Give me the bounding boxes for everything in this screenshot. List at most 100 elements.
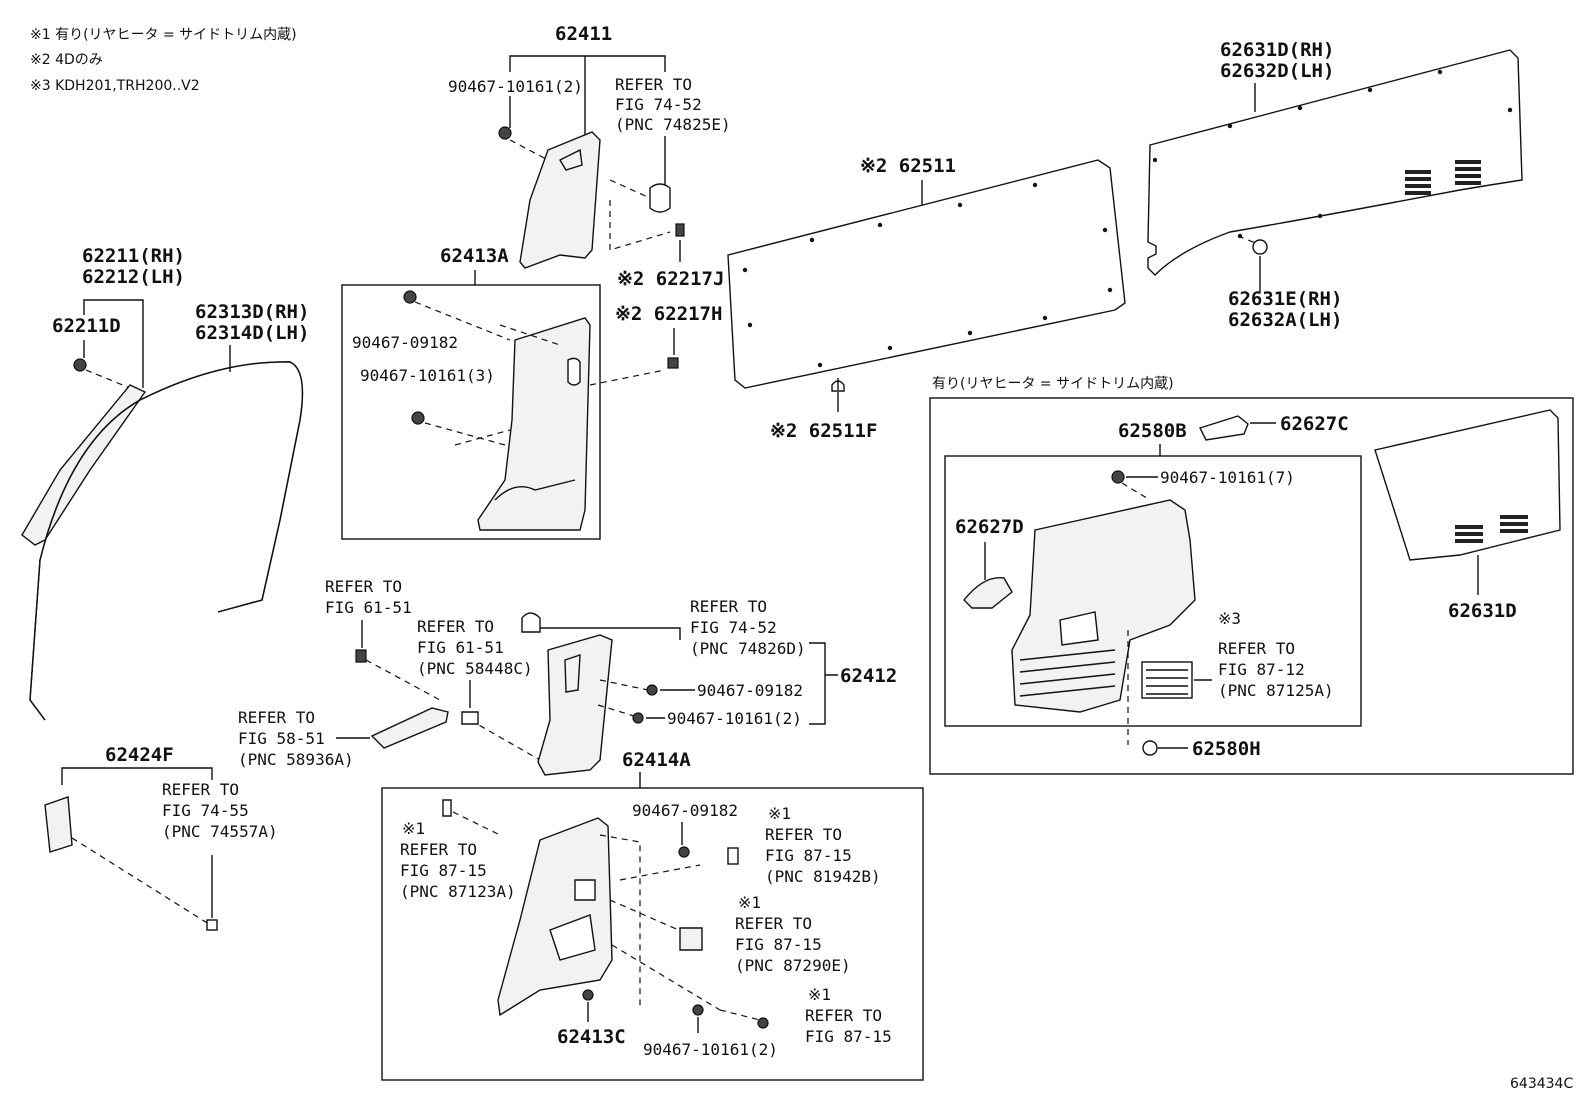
ref-61-51-a-l2: FIG 61-51 bbox=[325, 598, 412, 617]
rear-heater-box-title: 有り(リヤヒータ = サイドトリム内蔵) bbox=[932, 376, 1174, 392]
quarter-panel-62511 bbox=[727, 159, 1126, 389]
label-62217J: ※2 62217J bbox=[617, 268, 724, 290]
note-3: ※3 KDH201,TRH200..V2 bbox=[30, 78, 200, 94]
label-90467-10161-3: 90467-10161(3) bbox=[360, 366, 495, 385]
rear-side-panel-62631D-heater bbox=[1374, 409, 1561, 561]
ref-87-15-b-l1: REFER TO bbox=[765, 825, 842, 844]
label-62411: 62411 bbox=[555, 23, 612, 45]
box-62580B bbox=[944, 455, 1362, 727]
rear-side-panel-62631D bbox=[1147, 49, 1523, 276]
label-62627C: 62627C bbox=[1280, 413, 1349, 435]
label-62424F: 62424F bbox=[105, 744, 174, 766]
ref-87-15-b-mark: ※1 bbox=[768, 804, 791, 823]
ref-87-15-b-l2: FIG 87-15 bbox=[765, 846, 852, 865]
label-62414A: 62414A bbox=[622, 749, 691, 771]
assist-grip bbox=[370, 707, 449, 749]
label-90467-10161-2-c: 90467-10161(2) bbox=[643, 1040, 778, 1059]
ref-61-51-b-l1: REFER TO bbox=[417, 617, 494, 636]
ref-87-15-c-l1: REFER TO bbox=[735, 914, 812, 933]
ref-74-52-top-l2: FIG 74-52 bbox=[615, 95, 702, 114]
ref-74-52-b-l1: REFER TO bbox=[690, 597, 767, 616]
label-90467-09182-b: 90467-09182 bbox=[697, 681, 803, 700]
label-62631E-rh: 62631E(RH) bbox=[1228, 288, 1342, 310]
clip-icon bbox=[73, 358, 87, 372]
ref-74-55-l2: FIG 74-55 bbox=[162, 801, 249, 820]
label-62217H: ※2 62217H bbox=[615, 303, 722, 325]
box-rear-heater bbox=[929, 397, 1574, 775]
clip-icon bbox=[498, 126, 685, 237]
label-62211D: 62211D bbox=[52, 315, 121, 337]
ref-87-12-l1: REFER TO bbox=[1218, 639, 1295, 658]
a-pillar-garnish bbox=[21, 384, 147, 546]
pillar-trim-62411 bbox=[519, 131, 601, 269]
note3-mark: ※3 bbox=[1218, 609, 1241, 628]
label-62580B: 62580B bbox=[1118, 420, 1187, 442]
note-1: ※1 有り(リヤヒータ = サイドトリム内蔵) bbox=[30, 27, 297, 43]
label-90467-09182-a: 90467-09182 bbox=[352, 333, 458, 352]
ref-87-15-a-l3: (PNC 87123A) bbox=[400, 882, 516, 901]
vent-grille bbox=[1405, 160, 1481, 195]
label-90467-10161-2-b: 90467-10161(2) bbox=[667, 709, 802, 728]
label-62313D-rh: 62313D(RH) bbox=[195, 301, 309, 323]
label-62631D-rh: 62631D(RH) bbox=[1220, 39, 1334, 61]
label-62413A: 62413A bbox=[440, 245, 509, 267]
label-62412: 62412 bbox=[840, 665, 897, 687]
ref-87-15-b-l3: (PNC 81942B) bbox=[765, 867, 881, 886]
box-62413A bbox=[341, 284, 601, 540]
clip-62424F bbox=[44, 796, 73, 853]
ref-74-52-b-l2: FIG 74-52 bbox=[690, 618, 777, 637]
label-62413C: 62413C bbox=[557, 1026, 626, 1048]
box-62414A bbox=[381, 787, 924, 1081]
ref-74-55-l1: REFER TO bbox=[162, 780, 239, 799]
pillar-trim-62413A bbox=[477, 317, 591, 531]
label-62212-lh: 62212(LH) bbox=[82, 266, 185, 288]
label-90467-10161-2-top: 90467-10161(2) bbox=[448, 77, 583, 96]
label-62511F: ※2 62511F bbox=[770, 420, 877, 442]
ref-87-15-c-mark: ※1 bbox=[738, 893, 761, 912]
label-62632A-lh: 62632A(LH) bbox=[1228, 309, 1342, 331]
label-62211-rh: 62211(RH) bbox=[82, 245, 185, 267]
ref-87-15-c-l2: FIG 87-15 bbox=[735, 935, 822, 954]
ref-61-51-b-l2: FIG 61-51 bbox=[417, 638, 504, 657]
label-62632D-lh: 62632D(LH) bbox=[1220, 60, 1334, 82]
ref-58-51-l2: FIG 58-51 bbox=[238, 729, 325, 748]
label-62511: ※2 62511 bbox=[860, 155, 956, 177]
ref-87-15-c-l3: (PNC 87290E) bbox=[735, 956, 851, 975]
ref-74-52-top-l1: REFER TO bbox=[615, 75, 692, 94]
duct-62627D bbox=[963, 576, 1013, 609]
ref-58-51-l1: REFER TO bbox=[238, 708, 315, 727]
ref-87-12-l3: (PNC 87125A) bbox=[1218, 681, 1334, 700]
label-62627D: 62627D bbox=[955, 516, 1024, 538]
rear-heater-trim-62580B bbox=[1011, 499, 1196, 713]
vent-grille bbox=[1141, 661, 1193, 699]
ref-58-51-l3: (PNC 58936A) bbox=[238, 750, 354, 769]
ref-87-12-l2: FIG 87-12 bbox=[1218, 660, 1305, 679]
door-weatherstrip bbox=[29, 361, 304, 721]
label-90467-09182-c: 90467-09182 bbox=[632, 801, 738, 820]
note-2: ※2 4Dのみ bbox=[30, 52, 103, 68]
ref-61-51-b-l3: (PNC 58448C) bbox=[417, 659, 533, 678]
label-62631D: 62631D bbox=[1448, 600, 1517, 622]
figure-id: 643434C bbox=[1510, 1076, 1573, 1092]
clip-icon bbox=[411, 411, 425, 425]
clip-icon bbox=[1111, 470, 1125, 484]
pillar-trim-62414A bbox=[497, 817, 613, 1017]
ref-74-55-l3: (PNC 74557A) bbox=[162, 822, 278, 841]
ref-87-15-a-l1: REFER TO bbox=[400, 840, 477, 859]
ref-87-15-d-mark: ※1 bbox=[808, 985, 831, 1004]
label-62314D-lh: 62314D(LH) bbox=[195, 322, 309, 344]
ref-87-15-d-l1: REFER TO bbox=[805, 1006, 882, 1025]
bolt-icon bbox=[355, 649, 367, 663]
ref-87-15-a-mark: ※1 bbox=[402, 819, 425, 838]
pillar-trim-62412 bbox=[537, 634, 613, 776]
ref-87-15-a-l2: FIG 87-15 bbox=[400, 861, 487, 880]
ref-61-51-a-l1: REFER TO bbox=[325, 577, 402, 596]
label-90467-10161-7: 90467-10161(7) bbox=[1160, 468, 1295, 487]
ref-74-52-top-l3: (PNC 74825E) bbox=[615, 115, 731, 134]
clip-icon bbox=[403, 290, 417, 304]
ref-87-15-d-l2: FIG 87-15 bbox=[805, 1027, 892, 1046]
ref-74-52-b-l3: (PNC 74826D) bbox=[690, 639, 806, 658]
label-62580H: 62580H bbox=[1192, 738, 1261, 760]
cover-62627C bbox=[1199, 415, 1249, 441]
